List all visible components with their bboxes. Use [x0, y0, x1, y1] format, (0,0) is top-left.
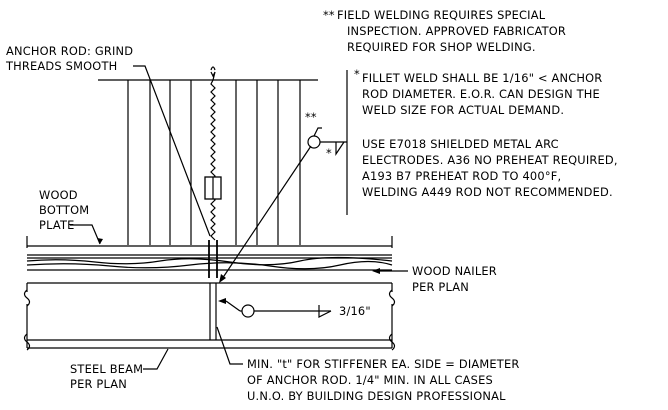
label-steel-beam-line-2: PER PLAN	[70, 377, 127, 391]
leader-stiffener	[216, 326, 243, 365]
label-steel-beam-line-1: STEEL BEAM	[70, 362, 143, 376]
label-wood-bottom-plate: WOOD BOTTOM PLATE	[39, 188, 89, 232]
note-field-welding-line-3: REQUIRED FOR SHOP WELDING.	[347, 40, 536, 54]
label-anchor-rod: ANCHOR ROD: GRIND THREADS SMOOTH	[5, 44, 133, 73]
stiffener-plate	[209, 283, 217, 340]
break-line-left-bottom	[23, 333, 31, 351]
lower-weld-size: 3/16"	[339, 304, 371, 318]
wall-studs	[98, 79, 318, 245]
fillet-weld-icon	[335, 141, 345, 156]
field-weld-flag-icon	[313, 127, 322, 137]
anchor-rod-threads	[210, 71, 216, 241]
note-field-welding-line-1: FIELD WELDING REQUIRES SPECIAL	[337, 8, 546, 22]
weld-all-around-icon	[241, 304, 255, 318]
lower-weld-symbol: 3/16"	[218, 298, 371, 318]
upper-weld-field-marker: **	[305, 110, 317, 124]
note-fillet-weld-marker: *	[354, 67, 360, 81]
label-wood-bottom-plate-line-2: BOTTOM	[39, 203, 89, 217]
label-wood-bottom-plate-line-3: PLATE	[39, 218, 75, 232]
weld-all-around-icon	[307, 135, 321, 149]
note-field-welding-line-2: INSPECTION. APPROVED FABRICATOR	[347, 24, 566, 38]
upper-weld-arrow	[219, 274, 226, 283]
note-electrodes-line-4: WELDING A449 ROD NOT RECOMMENDED.	[362, 185, 613, 199]
label-wood-nailer-line-1: WOOD NAILER	[412, 264, 497, 278]
wood-grain-line	[26, 260, 393, 270]
lower-weld-leader	[225, 300, 241, 312]
wood-grain-line	[26, 256, 393, 266]
upper-weld-leader	[221, 145, 312, 280]
break-line-left-top	[23, 289, 31, 307]
break-line-right-bottom	[388, 333, 396, 351]
label-anchor-rod-line-2: THREADS SMOOTH	[5, 59, 117, 73]
note-electrodes-line-2: ELECTRODES. A36 NO PREHEAT REQUIRED,	[362, 153, 618, 167]
leader-wood-bottom-plate	[70, 224, 101, 245]
upper-weld-symbol: ** *	[219, 70, 348, 283]
note-field-welding: ** FIELD WELDING REQUIRES SPECIAL INSPEC…	[323, 8, 566, 54]
label-stiffener-note: MIN. "t" FOR STIFFENER EA. SIDE = DIAMET…	[247, 357, 519, 403]
label-wood-bottom-plate-line-1: WOOD	[39, 188, 78, 202]
break-line-right-top	[388, 289, 396, 307]
note-electrodes-line-1: USE E7018 SHIELDED METAL ARC	[362, 137, 559, 151]
label-stiffener-note-line-3: U.N.O. BY BUILDING DESIGN PROFESSIONAL	[247, 389, 506, 403]
label-anchor-rod-line-1: ANCHOR ROD: GRIND	[6, 44, 133, 58]
note-fillet-weld-line-2: ROD DIAMETER. E.O.R. CAN DESIGN THE	[362, 87, 600, 101]
leader-wood-bottom-plate-arrow	[97, 238, 103, 244]
note-electrodes: USE E7018 SHIELDED METAL ARC ELECTRODES.…	[362, 137, 618, 199]
label-stiffener-note-line-1: MIN. "t" FOR STIFFENER EA. SIDE = DIAMET…	[247, 357, 519, 371]
leader-wood-nailer-arrow	[372, 268, 380, 274]
label-wood-nailer: WOOD NAILER PER PLAN	[412, 264, 497, 294]
anchor-rod-top	[210, 66, 216, 71]
label-wood-nailer-line-2: PER PLAN	[412, 280, 469, 294]
upper-weld-fillet-marker: *	[326, 146, 332, 160]
note-fillet-weld-line-1: FILLET WELD SHALL BE 1/16" < ANCHOR	[362, 71, 602, 85]
label-stiffener-note-line-2: OF ANCHOR ROD. 1/4" MIN. IN ALL CASES	[247, 373, 493, 387]
leader-anchor-rod	[133, 65, 211, 237]
fillet-weld-icon	[318, 305, 332, 318]
note-fillet-weld-line-3: WELD SIZE FOR ACTUAL DEMAND.	[362, 103, 564, 117]
note-electrodes-line-3: A193 B7 PREHEAT ROD TO 400°F,	[362, 169, 561, 183]
lower-weld-arrow	[218, 298, 226, 304]
note-field-welding-marker: **	[323, 8, 335, 22]
leader-steel-beam	[143, 348, 169, 370]
note-fillet-weld: * FILLET WELD SHALL BE 1/16" < ANCHOR RO…	[354, 67, 602, 117]
label-steel-beam: STEEL BEAM PER PLAN	[70, 362, 143, 391]
